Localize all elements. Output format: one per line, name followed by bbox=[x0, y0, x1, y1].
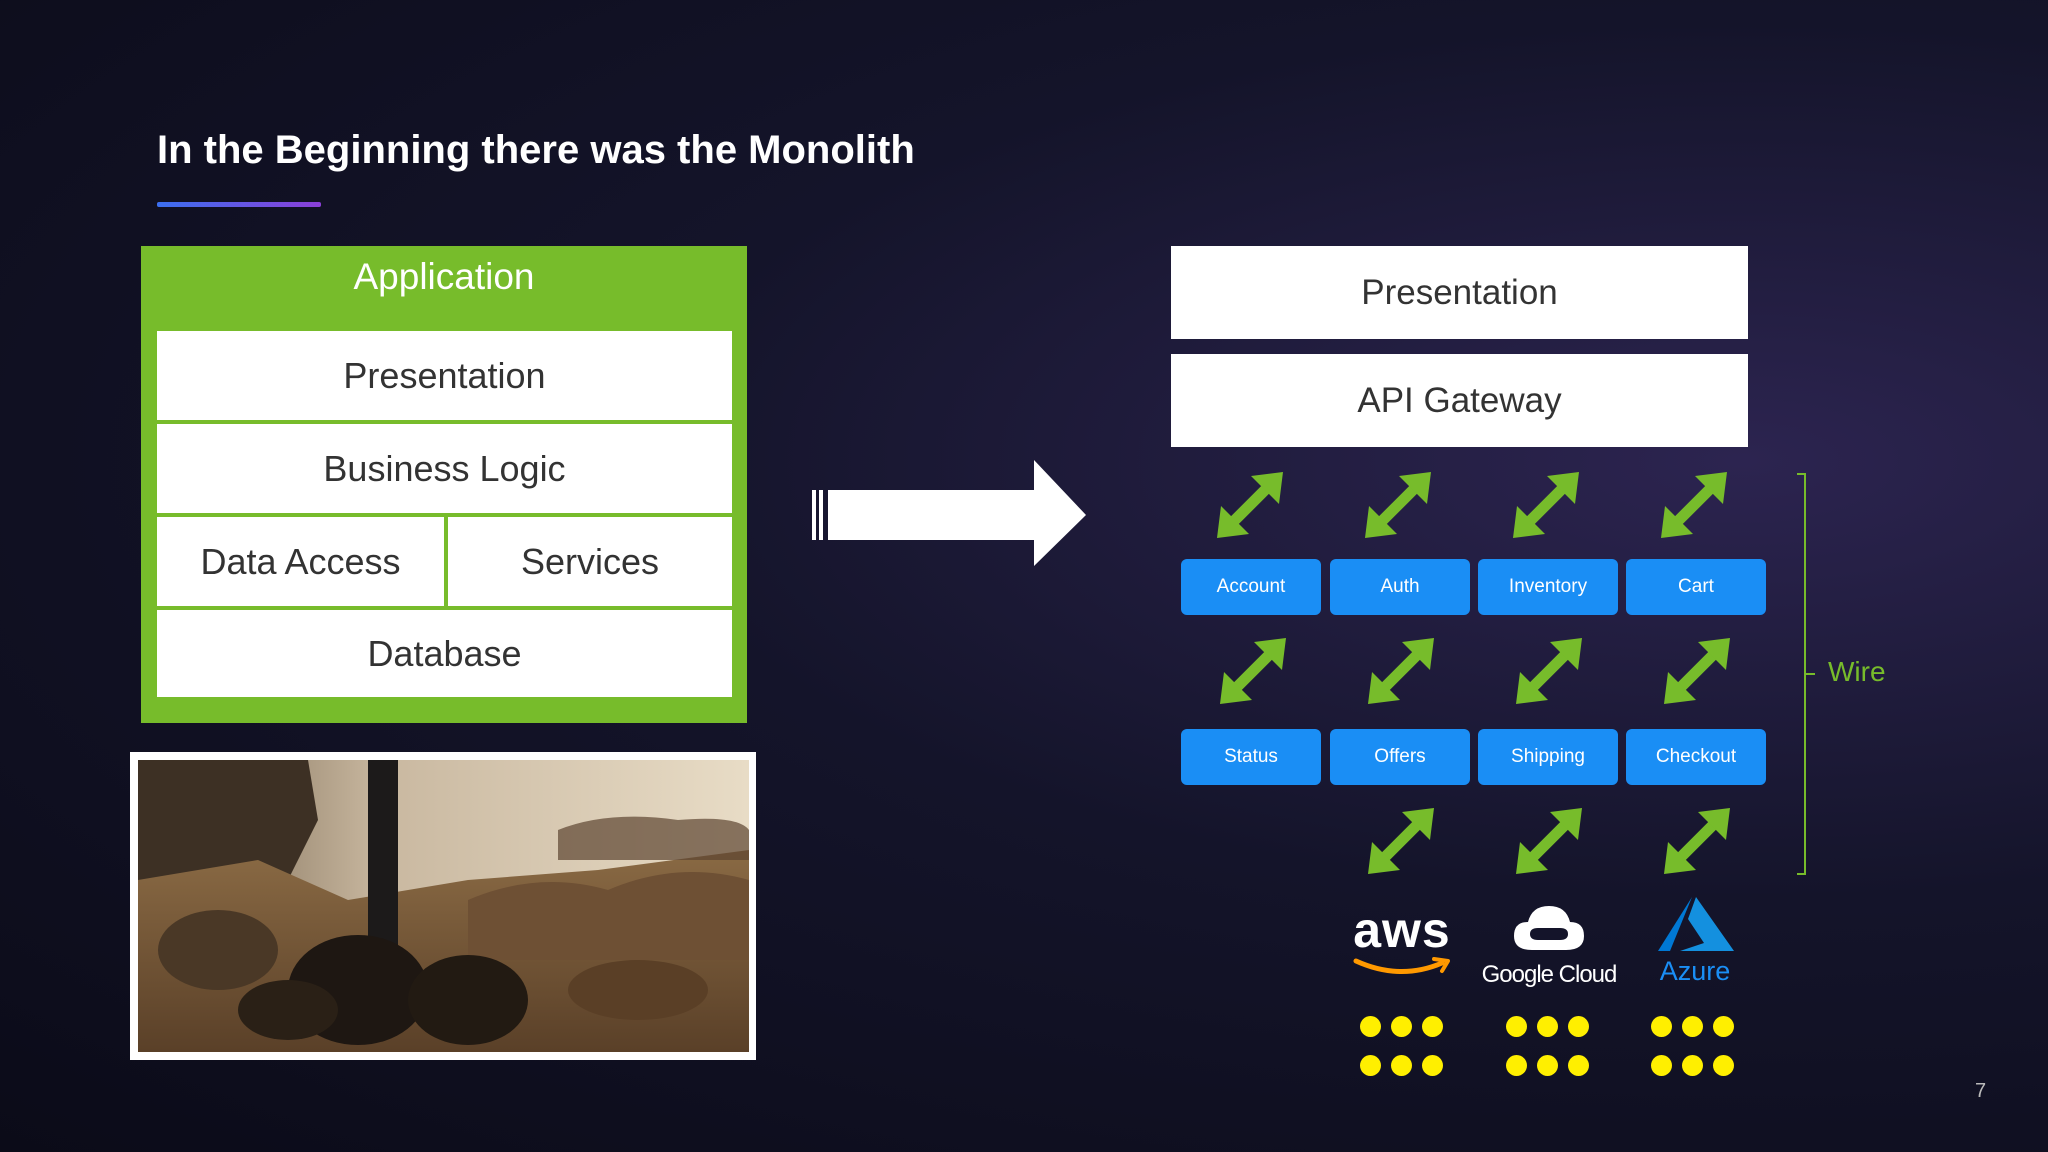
monolith-movie-still bbox=[138, 760, 749, 1052]
transition-arrow-icon bbox=[812, 460, 1086, 566]
service-label: Checkout bbox=[1655, 746, 1737, 767]
movie-still-illustration bbox=[138, 760, 749, 1052]
wire-bracket bbox=[1797, 473, 1815, 875]
wire-label: Wire bbox=[1828, 656, 1886, 687]
ms-presentation-label: Presentation bbox=[1361, 272, 1558, 312]
layer-database: Database bbox=[157, 610, 732, 697]
service-cart: Cart bbox=[1626, 559, 1766, 615]
slide-title: In the Beginning there was the Monolith bbox=[157, 128, 915, 172]
azure-logo: Azure bbox=[1650, 895, 1740, 986]
double-arrow-icon bbox=[1514, 636, 1584, 706]
service-shipping: Shipping bbox=[1478, 729, 1618, 785]
aws-wordmark: aws bbox=[1353, 902, 1451, 958]
page-number: 7 bbox=[1975, 1080, 1987, 1102]
service-label: Auth bbox=[1380, 576, 1420, 597]
double-arrow-icon bbox=[1511, 470, 1581, 540]
layer-business-logic: Business Logic bbox=[157, 424, 732, 513]
service-label: Account bbox=[1216, 576, 1286, 597]
double-arrow-icon bbox=[1659, 470, 1729, 540]
service-account: Account bbox=[1181, 559, 1321, 615]
service-status: Status bbox=[1181, 729, 1321, 785]
layer-services: Services bbox=[448, 517, 732, 606]
double-arrow-icon bbox=[1514, 806, 1584, 876]
double-arrow-icon bbox=[1363, 470, 1433, 540]
service-inventory: Inventory bbox=[1478, 559, 1618, 615]
double-arrow-icon bbox=[1366, 636, 1436, 706]
title-underline bbox=[157, 202, 321, 207]
double-arrow-icon bbox=[1215, 470, 1285, 540]
service-label: Offers bbox=[1374, 746, 1426, 767]
google-cloud-logo: Google Cloud bbox=[1474, 898, 1624, 988]
ms-api-gateway-label: API Gateway bbox=[1357, 380, 1562, 420]
service-label: Status bbox=[1224, 746, 1278, 767]
dots-cluster-aws bbox=[1360, 1016, 1450, 1086]
double-arrow-icon bbox=[1366, 806, 1436, 876]
application-label: Application bbox=[353, 256, 535, 297]
service-offers: Offers bbox=[1330, 729, 1470, 785]
azure-icon bbox=[1658, 897, 1734, 951]
google-cloud-wordmark: Google Cloud bbox=[1481, 961, 1618, 988]
layer-data-access-label: Data Access bbox=[200, 540, 401, 582]
service-auth: Auth bbox=[1330, 559, 1470, 615]
ms-api-gateway: API Gateway bbox=[1171, 354, 1748, 447]
ms-presentation: Presentation bbox=[1171, 246, 1748, 339]
double-arrow-icon bbox=[1662, 806, 1732, 876]
service-label: Shipping bbox=[1511, 746, 1585, 767]
service-label: Inventory bbox=[1508, 576, 1588, 597]
dots-cluster-google bbox=[1506, 1016, 1596, 1086]
service-label: Cart bbox=[1678, 576, 1714, 597]
double-arrow-icon bbox=[1218, 636, 1288, 706]
layer-business-logic-label: Business Logic bbox=[323, 447, 566, 489]
layer-presentation-label: Presentation bbox=[343, 354, 546, 396]
aws-smile-icon bbox=[1353, 957, 1450, 974]
layer-presentation: Presentation bbox=[157, 331, 732, 420]
aws-logo: aws bbox=[1352, 905, 1452, 985]
azure-wordmark: Azure bbox=[1659, 956, 1731, 986]
service-checkout: Checkout bbox=[1626, 729, 1766, 785]
google-cloud-icon bbox=[1514, 906, 1584, 950]
double-arrow-icon bbox=[1662, 636, 1732, 706]
layer-database-label: Database bbox=[367, 632, 522, 674]
layer-data-access: Data Access bbox=[157, 517, 444, 606]
dots-cluster-azure bbox=[1651, 1016, 1741, 1086]
layer-services-label: Services bbox=[520, 540, 660, 582]
